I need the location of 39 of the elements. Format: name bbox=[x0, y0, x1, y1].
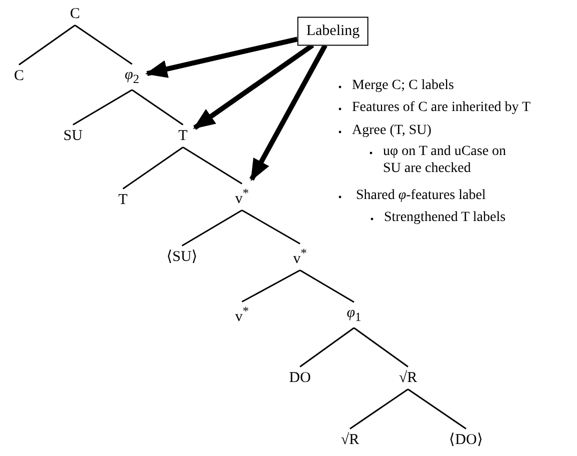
tree-branch-line bbox=[18, 24, 76, 66]
tree-node-label: √R bbox=[338, 428, 362, 452]
tree-node-label: T bbox=[115, 188, 131, 212]
tree-node-label: v$^{*}$ bbox=[232, 184, 252, 210]
tree-branch-line bbox=[72, 89, 132, 126]
tree-node-label: T bbox=[175, 124, 191, 148]
tree-node-label: v$^{*}$ bbox=[290, 244, 310, 270]
tree-branch-line bbox=[242, 270, 300, 302]
arrow bbox=[193, 43, 314, 130]
tree-node-label: ⟨DO⟩ bbox=[446, 428, 486, 452]
tree-node-label: √R bbox=[396, 366, 420, 390]
list-item-text: Strengthened T labels bbox=[384, 210, 506, 227]
list-item-text: uφ on T and uCase on SU are checked bbox=[383, 144, 508, 178]
tree-branch-line bbox=[182, 146, 242, 184]
tree-node-label: SU bbox=[60, 124, 86, 148]
tree-branch-line bbox=[408, 388, 466, 430]
tree-node-label: φ$_{2}$ bbox=[122, 64, 142, 90]
process-box: Labeling bbox=[297, 16, 369, 46]
tree-node-label: φ$_{1}$ bbox=[344, 302, 364, 328]
tree-branch-line bbox=[182, 210, 242, 246]
arrow bbox=[249, 44, 328, 182]
list-item-text: Shared φ-features label bbox=[356, 188, 486, 205]
tree-node-label: C bbox=[67, 2, 83, 26]
tree-node-label: DO bbox=[286, 366, 314, 390]
tree-node-label: ⟨SU⟩ bbox=[163, 246, 201, 268]
tree-branch-line bbox=[122, 146, 184, 190]
tree-branch-line bbox=[132, 89, 184, 126]
tree-node-label: C bbox=[11, 64, 27, 88]
arrow bbox=[145, 36, 298, 78]
tree-branch-line bbox=[300, 327, 354, 368]
tree-branch-line bbox=[242, 210, 300, 244]
list-item-text: Agree (T, SU) bbox=[352, 123, 432, 140]
tree-branch-line bbox=[350, 388, 408, 430]
tree-branch-line bbox=[300, 270, 354, 303]
tree-node-label: v$^{*}$ bbox=[232, 302, 252, 328]
list-item-text: Merge C; C labels bbox=[352, 78, 454, 95]
tree-branch-line bbox=[354, 327, 408, 368]
tree-branch-line bbox=[74, 24, 132, 65]
list-item-text: Features of C are inherited by T bbox=[352, 100, 531, 117]
